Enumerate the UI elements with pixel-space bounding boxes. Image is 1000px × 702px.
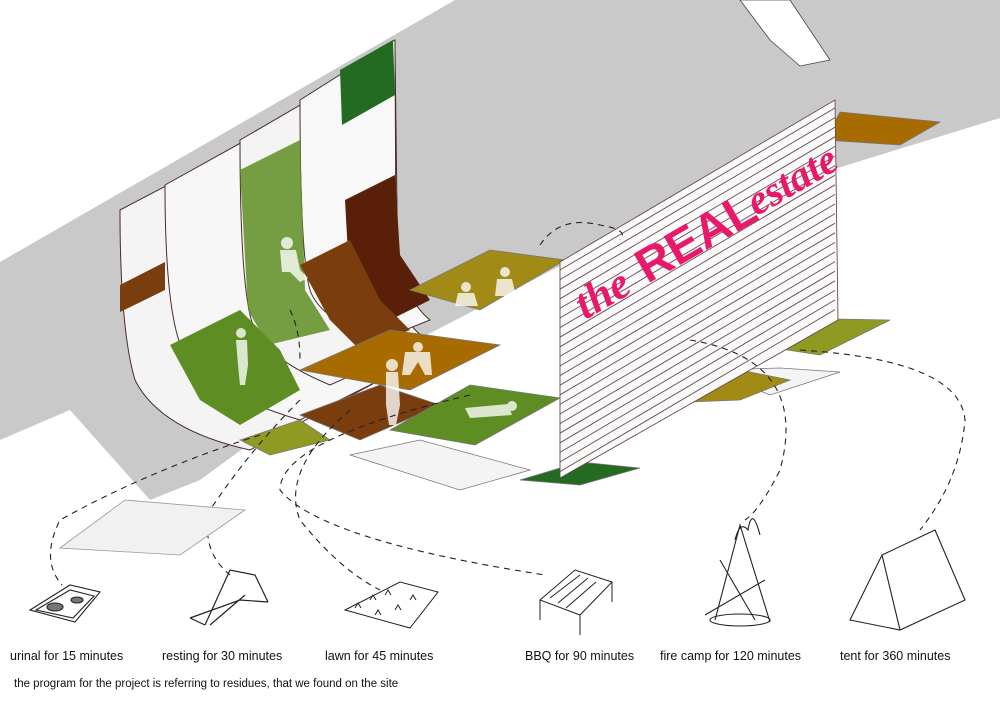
slat: [559, 309, 836, 472]
caption-fire-camp: fire camp for 120 minutes: [660, 649, 802, 663]
urinal-plane: [58, 499, 247, 556]
urinal-icon: [28, 584, 101, 623]
caption-resting: resting for 30 minutes: [162, 649, 283, 663]
slat: [559, 203, 836, 367]
tent-icon: [849, 529, 966, 631]
campfire-icon: [704, 518, 771, 627]
slat: [559, 184, 836, 348]
slat: [559, 126, 836, 290]
caption-bbq: BBQ for 90 minutes: [525, 649, 635, 663]
slat: [559, 174, 836, 338]
project-note: the program for the project is referring…: [14, 678, 399, 690]
slat: [559, 299, 836, 463]
slat: [559, 222, 836, 386]
deck-chair-icon: [189, 569, 269, 626]
slat: [559, 136, 836, 300]
slat: [559, 270, 836, 434]
lawn-icon: [343, 581, 439, 629]
slat: [559, 242, 836, 405]
slat: [559, 117, 836, 280]
caption-tent: tent for 360 minutes: [840, 649, 951, 663]
bbq-icon: [539, 569, 613, 635]
caption-urinal: urinal for 15 minutes: [10, 649, 124, 663]
slat: [559, 155, 836, 319]
caption-lawn: lawn for 45 minutes: [325, 649, 434, 663]
slat: [559, 261, 836, 424]
people-figures: [236, 237, 517, 425]
slat: [559, 251, 836, 415]
slat: [559, 194, 836, 357]
slat: [559, 280, 836, 444]
connection-lines: [49, 221, 966, 591]
slatted-sign-wall: [559, 99, 839, 479]
slat: [559, 165, 836, 328]
slat: [559, 290, 836, 453]
slat: [559, 107, 836, 271]
slat: [559, 146, 836, 309]
slat: [559, 232, 836, 396]
slat: [559, 213, 836, 376]
